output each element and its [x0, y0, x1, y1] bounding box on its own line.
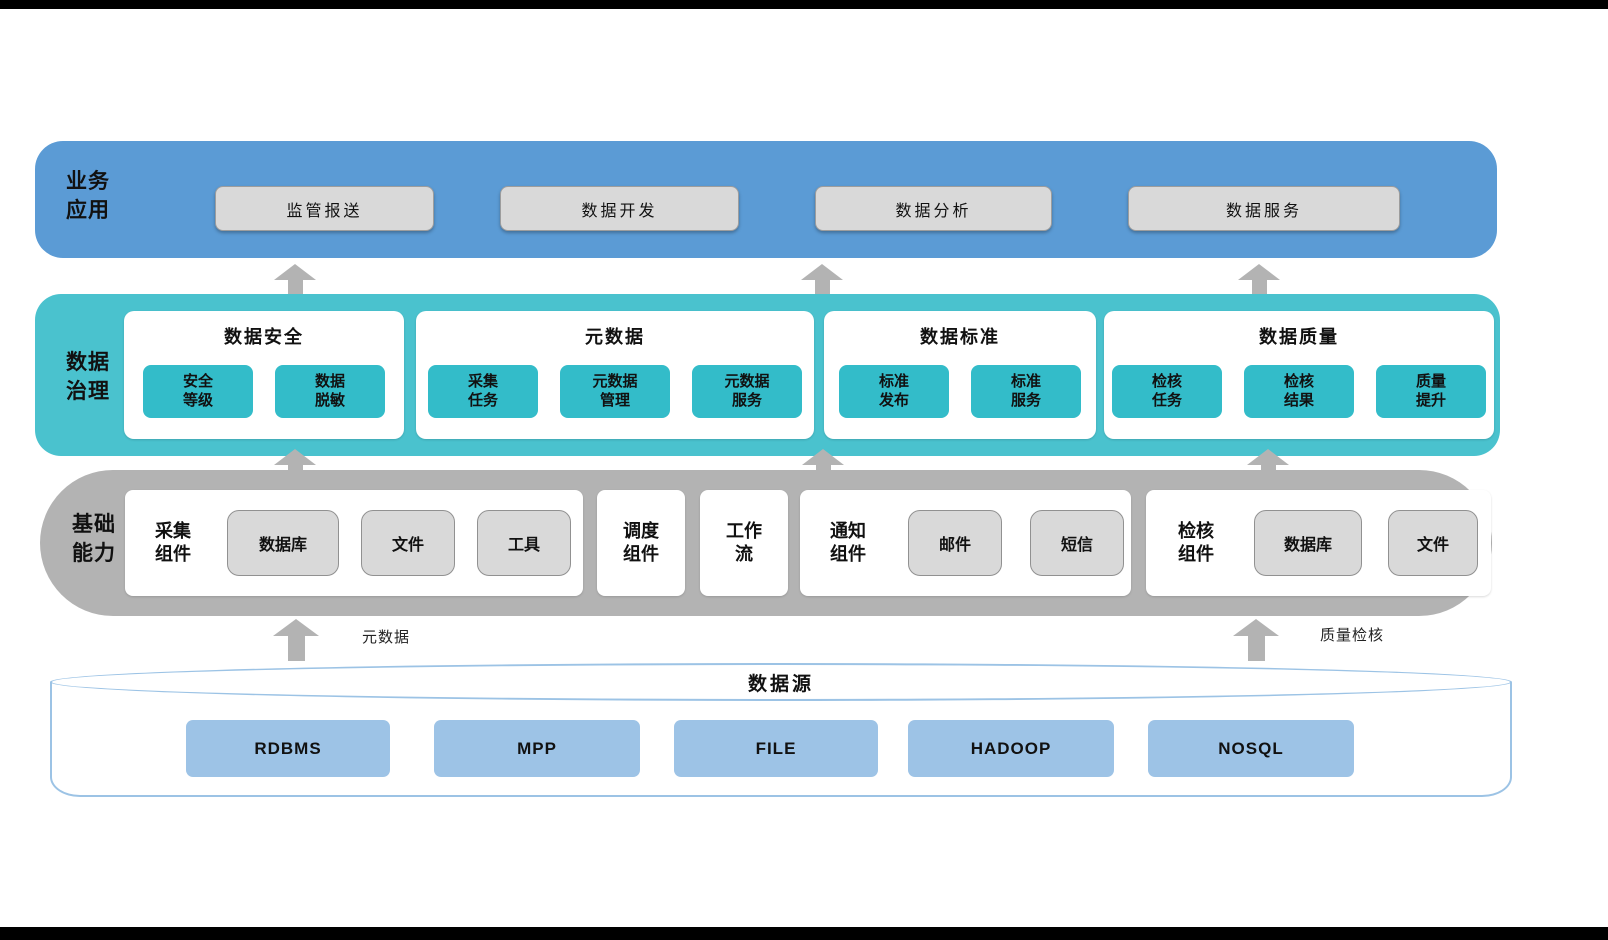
group-title: 数据标准 [920, 327, 1000, 347]
foundation-chip-tool: 工具 [477, 510, 571, 576]
foundation-group-scheduler: 调度 组件 [597, 490, 685, 596]
governance-chip-standard-release: 标准 发布 [839, 365, 949, 418]
business-layer: 业务 应用 监管报送 数据开发 数据分析 数据服务 [35, 141, 1497, 258]
arrow-head-icon [1247, 449, 1289, 465]
arrow-head-icon [802, 449, 844, 465]
foundation-chip-database: 数据库 [1254, 510, 1362, 576]
business-item-data-service: 数据服务 [1128, 186, 1400, 231]
datasource-chip-rdbms: RDBMS [186, 720, 390, 777]
foundation-chip-file: 文件 [1388, 510, 1478, 576]
governance-group-data-quality: 数据质量 检核 任务 检核 结果 质量 提升 [1104, 311, 1494, 439]
datasource-cylinder-top [50, 663, 1512, 701]
governance-chip-standard-service: 标准 服务 [971, 365, 1081, 418]
group-title: 检核 组件 [1178, 520, 1214, 564]
group-title: 通知 组件 [830, 520, 866, 564]
chip-row: 检核 任务 检核 结果 质量 提升 [1104, 365, 1494, 418]
governance-group-metadata: 元数据 采集 任务 元数据 管理 元数据 服务 [416, 311, 814, 439]
arrow-head-icon [1238, 264, 1280, 280]
foundation-chip-email: 邮件 [908, 510, 1002, 576]
group-title: 数据质量 [1259, 327, 1339, 347]
governance-chip-collection-task: 采集 任务 [428, 365, 538, 418]
datasource-chip-file: FILE [674, 720, 878, 777]
arrow-head-icon [274, 449, 316, 465]
governance-chip-check-result: 检核 结果 [1244, 365, 1354, 418]
foundation-group-workflow: 工作 流 [700, 490, 788, 596]
governance-layer: 数据 治理 数据安全 安全 等级 数据 脱敏 元数据 采集 任务 元数据 管理 … [35, 294, 1500, 456]
quality-check-flow-label: 质量检核 [1320, 627, 1385, 644]
up-arrow [1233, 619, 1279, 661]
arrow-head-icon [274, 264, 316, 280]
business-layer-label: 业务 应用 [66, 170, 110, 223]
governance-group-data-standard: 数据标准 标准 发布 标准 服务 [824, 311, 1096, 439]
arrow-head-icon [801, 264, 843, 280]
up-arrow [274, 264, 316, 294]
arrow-shaft [1247, 636, 1265, 661]
arrow-shaft [814, 280, 830, 294]
arrow-head-icon [273, 619, 319, 636]
up-arrow [801, 264, 843, 294]
business-item-data-development: 数据开发 [500, 186, 739, 231]
foundation-chip-sms: 短信 [1030, 510, 1124, 576]
group-title: 元数据 [585, 327, 645, 347]
group-title: 采集 组件 [155, 520, 191, 564]
datasource-chip-hadoop: HADOOP [908, 720, 1114, 777]
governance-chip-check-task: 检核 任务 [1112, 365, 1222, 418]
arrow-head-icon [1233, 619, 1279, 636]
foundation-chip-database: 数据库 [227, 510, 339, 576]
top-black-bar [0, 0, 1608, 9]
foundation-chip-file: 文件 [361, 510, 455, 576]
arrow-shaft [287, 280, 303, 294]
governance-chip-metadata-service: 元数据 服务 [692, 365, 802, 418]
governance-chip-security-level: 安全 等级 [143, 365, 253, 418]
datasource-title: 数据源 [747, 674, 814, 695]
business-item-data-analysis: 数据分析 [815, 186, 1052, 231]
group-title: 工作 流 [726, 520, 762, 564]
foundation-layer-label: 基础 能力 [72, 513, 116, 566]
arrow-shaft [287, 636, 305, 661]
up-arrow [1238, 264, 1280, 294]
datasource-layer: 数据源 RDBMS MPP FILE HADOOP NOSQL [50, 663, 1512, 803]
chip-row: 安全 等级 数据 脱敏 [124, 365, 404, 418]
foundation-group-collection: 采集 组件 数据库 文件 工具 [125, 490, 583, 596]
bottom-black-bar [0, 927, 1608, 940]
business-item-regulatory-reporting: 监管报送 [215, 186, 434, 231]
governance-chip-metadata-management: 元数据 管理 [560, 365, 670, 418]
group-title: 调度 组件 [623, 520, 659, 564]
governance-group-data-security: 数据安全 安全 等级 数据 脱敏 [124, 311, 404, 439]
foundation-group-check: 检核 组件 数据库 文件 [1146, 490, 1491, 596]
foundation-layer: 基础 能力 采集 组件 数据库 文件 工具 调度 组件 工作 流 通知 组件 邮… [40, 470, 1492, 616]
foundation-group-notification: 通知 组件 邮件 短信 [800, 490, 1131, 596]
governance-chip-quality-improvement: 质量 提升 [1376, 365, 1486, 418]
chip-row: 标准 发布 标准 服务 [824, 365, 1096, 418]
arrow-shaft [1251, 280, 1267, 294]
governance-chip-data-masking: 数据 脱敏 [275, 365, 385, 418]
group-title: 数据安全 [224, 327, 304, 347]
governance-layer-label: 数据 治理 [66, 351, 110, 404]
up-arrow [273, 619, 319, 661]
datasource-chip-mpp: MPP [434, 720, 640, 777]
datasource-chip-nosql: NOSQL [1148, 720, 1354, 777]
chip-row: 采集 任务 元数据 管理 元数据 服务 [416, 365, 814, 418]
metadata-flow-label: 元数据 [362, 629, 411, 646]
